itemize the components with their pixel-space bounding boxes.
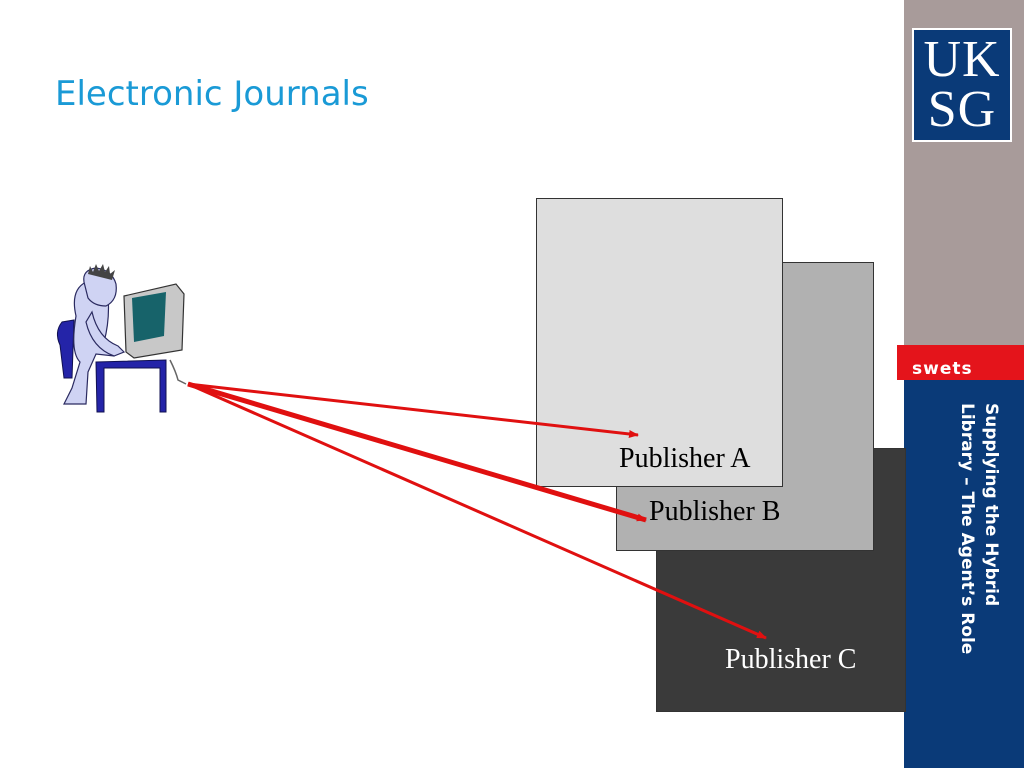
person-at-computer-icon — [56, 264, 187, 413]
uksg-logo-line2: SG — [927, 81, 997, 138]
swets-brand-bar: swets — [897, 345, 1024, 380]
publisher-c-label: Publisher C — [725, 644, 857, 675]
publisher-a-label: Publisher A — [619, 443, 751, 474]
swets-brand-text: swets — [912, 359, 973, 379]
publisher-a-box: Publisher A — [536, 198, 783, 487]
arrow-to-publisher-b — [187, 381, 647, 523]
uksg-logo-line1: UK — [923, 31, 1001, 88]
arrow-to-publisher-c — [187, 382, 767, 640]
slide-title: Electronic Journals — [55, 74, 369, 114]
arrow-to-publisher-a — [187, 382, 639, 438]
publisher-b-label: Publisher B — [649, 496, 781, 527]
sidebar-bottom-panel — [904, 380, 1024, 768]
uksg-logo: UK SG — [912, 28, 1012, 142]
